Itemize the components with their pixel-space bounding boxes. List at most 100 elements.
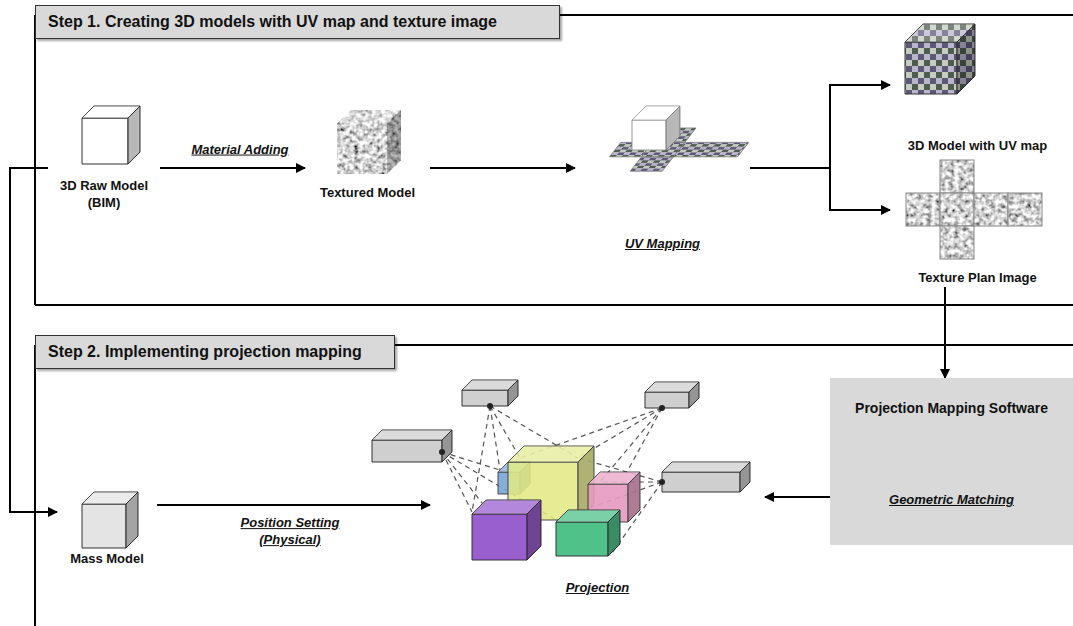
cube-face <box>337 124 387 174</box>
projector <box>645 382 699 408</box>
texture-cell-edge <box>940 193 974 226</box>
cube-face <box>387 110 401 174</box>
flow-arrow <box>765 496 830 498</box>
cube-face <box>740 462 750 492</box>
flow-arrow <box>944 287 946 378</box>
projector <box>372 430 452 462</box>
cube-shade <box>128 106 140 164</box>
cube-face <box>556 522 608 556</box>
step-header: Step 1. Creating 3D models with UV map a… <box>35 5 560 39</box>
node-caption: Textured Model <box>320 185 415 202</box>
projector <box>662 462 750 492</box>
texture-cell <box>1008 193 1042 226</box>
cube-face <box>957 24 975 94</box>
cube-face <box>442 430 452 462</box>
projector <box>462 380 518 406</box>
texture-cell <box>906 193 940 226</box>
uv-cell <box>705 142 748 156</box>
cube-shade <box>126 492 138 548</box>
cube-shade <box>608 510 620 556</box>
mass-model-cube <box>82 492 138 548</box>
cube-shade <box>957 24 975 94</box>
cube-shade <box>372 430 452 440</box>
process-figure: UV Mapping <box>575 95 750 253</box>
frame-line <box>35 304 1073 306</box>
projection-ray <box>628 408 662 470</box>
cube-shade <box>666 106 680 150</box>
step-frames <box>35 15 1073 626</box>
node-caption: Projection <box>566 580 630 597</box>
model-icon: Mass Model <box>57 490 157 568</box>
texture-cell <box>974 193 1008 226</box>
cube-shade <box>508 380 518 406</box>
cube-face <box>689 382 699 408</box>
node-caption: Mass Model <box>70 551 144 568</box>
cube-face <box>666 106 680 150</box>
raw-model-cube <box>82 106 140 164</box>
texture-cell-edge <box>906 193 940 226</box>
uv-mapped-cube <box>905 24 975 94</box>
projector-lens <box>487 403 493 409</box>
cube-shade <box>628 472 640 522</box>
uv-cell <box>630 157 673 171</box>
flow-arrow <box>430 167 575 169</box>
textured-model-cube <box>337 110 401 174</box>
projection-rays <box>442 406 662 560</box>
cube-shade <box>387 110 401 174</box>
cube-face <box>128 106 140 164</box>
texture-cell-edge <box>974 193 1008 226</box>
frame-line <box>34 345 36 626</box>
block-purple <box>472 500 541 560</box>
cube-shade <box>527 500 541 560</box>
connectors <box>10 85 945 512</box>
cube-face <box>82 118 128 164</box>
cube-face <box>462 390 508 406</box>
texture-cell <box>940 226 974 259</box>
model-icon: 3D Model with UV map <box>890 15 1065 155</box>
projector-lens <box>659 479 665 485</box>
projection-ray <box>490 406 520 458</box>
cube-face <box>905 42 957 94</box>
cube-shade <box>442 430 452 462</box>
texture-cell-edge <box>1008 193 1042 226</box>
cube-face <box>372 430 452 440</box>
projection-scene: Projection <box>430 375 765 597</box>
cube-face <box>372 440 442 462</box>
frame-line <box>34 15 36 305</box>
projection-ray <box>472 406 490 512</box>
texture-figure: Texture Plan Image <box>890 157 1065 287</box>
flow-arrow <box>750 168 890 210</box>
node-caption: UV Mapping <box>625 236 700 253</box>
cube-face <box>645 392 689 408</box>
cube-face <box>82 504 126 548</box>
node-caption: 3D Model with UV map <box>908 138 1047 155</box>
cube-face <box>632 120 666 150</box>
block-green <box>556 510 620 556</box>
texture-cell-edge <box>940 226 974 259</box>
cube-face <box>472 514 527 560</box>
projection-ray <box>600 408 662 482</box>
flow-arrow <box>157 504 430 506</box>
texture-cell <box>940 160 974 193</box>
cube-face <box>126 492 138 548</box>
uv-white-cube <box>632 106 680 150</box>
edge-label: Position Setting (Physical) <box>223 515 358 549</box>
step-header: Step 2. Implementing projection mapping <box>35 335 395 369</box>
texture-cell <box>940 193 974 226</box>
cube-face <box>628 472 640 522</box>
cube-shade <box>740 462 750 492</box>
cube-face <box>508 380 518 406</box>
cube-face <box>662 462 750 472</box>
projection-ray <box>442 452 472 512</box>
cube-face <box>608 510 620 556</box>
step-panel: Mass ModelProjectionProjection Mapping S… <box>35 335 1073 626</box>
edge-label: Material Adding <box>191 142 288 159</box>
texture-cell-edge <box>940 160 974 193</box>
node-subcaption: Geometric Matching <box>889 492 1014 509</box>
node-caption: Texture Plan Image <box>918 270 1036 287</box>
step-panel: 3D Raw Model (BIM)Textured ModelUV Mappi… <box>35 5 1073 305</box>
texture-plan <box>906 160 1042 259</box>
projection-ray <box>442 452 500 470</box>
cube-face <box>527 500 541 560</box>
